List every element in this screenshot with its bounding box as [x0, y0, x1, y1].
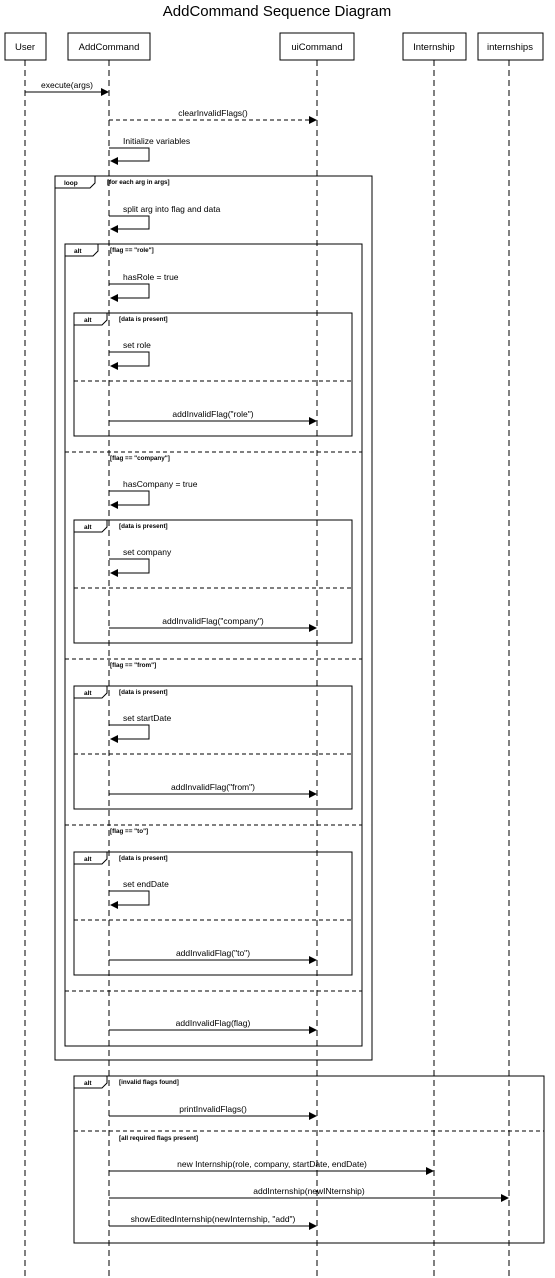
message-add-internship: addInternship(newINternship) [109, 1186, 509, 1202]
message-label: clearInvalidFlags() [178, 108, 248, 118]
participant-label: internships [487, 42, 533, 53]
participant-uicommand: uiCommand [279, 32, 355, 61]
fragment-tag: alt [74, 248, 82, 255]
message-add-invalid-flag-to: addInvalidFlag("to") [109, 948, 317, 964]
fragment-guard: [flag == "role"] [110, 247, 154, 254]
participant-label: uiCommand [291, 42, 342, 53]
message-label: new Internship(role, company, startDate,… [177, 1159, 367, 1169]
fragment-tag: alt [84, 524, 92, 531]
message-label: hasCompany = true [123, 479, 198, 489]
fragment-guard: [flag == "to"] [110, 828, 148, 835]
fragment-guard: [data is present] [119, 523, 168, 530]
fragment-tag: alt [84, 1080, 92, 1087]
self-message-set-start-date: set startDate [109, 713, 171, 743]
message-show-edited-internship: showEditedInternship(newInternship, "add… [109, 1214, 317, 1230]
message-label: showEditedInternship(newInternship, "add… [131, 1214, 296, 1224]
self-message-set-role: set role [109, 340, 151, 370]
alt-role-data-fragment: alt [data is present] [73, 312, 353, 437]
message-label: addInternship(newINternship) [253, 1186, 365, 1196]
message-add-invalid-flag-company: addInvalidFlag("company") [109, 616, 317, 632]
message-label: set company [123, 547, 172, 557]
message-clear-invalid-flags: clearInvalidFlags() [109, 108, 317, 124]
message-execute: execute(args) [25, 80, 109, 96]
fragment-tag: alt [84, 856, 92, 863]
fragment-tag: alt [84, 690, 92, 697]
message-label: set role [123, 340, 151, 350]
self-message-has-role: hasRole = true [109, 272, 179, 302]
message-add-invalid-flag-generic: addInvalidFlag(flag) [109, 1018, 317, 1034]
participant-user: User [4, 32, 47, 61]
self-message-set-end-date: set endDate [109, 879, 169, 909]
fragment-tag: loop [64, 180, 78, 187]
self-message-split-arg: split arg into flag and data [109, 204, 221, 233]
participant-internship: Internship [402, 32, 467, 61]
message-label: set startDate [123, 713, 171, 723]
participant-label: Internship [413, 42, 455, 53]
messages: execute(args) clearInvalidFlags() Initia… [25, 80, 509, 1230]
fragment-guard: [flag == "from"] [110, 662, 156, 669]
diagram-title: AddCommand Sequence Diagram [163, 3, 391, 20]
alt-from-data-fragment: alt [data is present] [73, 685, 353, 810]
message-print-invalid-flags: printInvalidFlags() [109, 1104, 317, 1120]
message-label: execute(args) [41, 80, 93, 90]
message-label: addInvalidFlag("role") [172, 409, 253, 419]
message-label: addInvalidFlag("company") [162, 616, 264, 626]
message-label: printInvalidFlags() [179, 1104, 247, 1114]
participant-internships: internships [477, 32, 544, 61]
fragment-guard: [all required flags present] [119, 1135, 198, 1142]
message-label: set endDate [123, 879, 169, 889]
fragment-tag: alt [84, 317, 92, 324]
message-add-invalid-flag-from: addInvalidFlag("from") [109, 782, 317, 798]
alt-company-data-fragment: alt [data is present] [73, 519, 353, 644]
loop-fragment: loop [for each arg in args] [54, 175, 373, 1061]
message-label: hasRole = true [123, 272, 179, 282]
message-label: split arg into flag and data [123, 204, 221, 214]
self-message-initialize: Initialize variables [109, 136, 190, 165]
alt-invalid-flags-fragment: alt [invalid flags found] [all required … [73, 1075, 545, 1244]
self-message-set-company: set company [109, 547, 172, 577]
alt-flag-fragment: alt [flag == "role"] [flag == "company"]… [64, 243, 363, 1047]
participant-label: AddCommand [79, 42, 140, 53]
fragment-guard: [data is present] [119, 316, 168, 323]
fragment-guard: [for each arg in args] [107, 179, 170, 186]
message-label: addInvalidFlag(flag) [176, 1018, 251, 1028]
participant-addcommand: AddCommand [67, 32, 151, 61]
fragment-guard: [flag == "company"] [110, 455, 170, 462]
self-message-has-company: hasCompany = true [109, 479, 198, 509]
lifelines [24, 60, 510, 1278]
fragment-guard: [invalid flags found] [119, 1079, 179, 1086]
fragment-guard: [data is present] [119, 689, 168, 696]
message-label: addInvalidFlag("to") [176, 948, 250, 958]
message-add-invalid-flag-role: addInvalidFlag("role") [109, 409, 317, 425]
message-label: Initialize variables [123, 136, 190, 146]
alt-to-data-fragment: alt [data is present] [73, 851, 353, 976]
fragments: loop [for each arg in args] alt [flag ==… [54, 175, 545, 1244]
message-new-internship: new Internship(role, company, startDate,… [109, 1159, 434, 1175]
fragment-guard: [data is present] [119, 855, 168, 862]
participant-label: User [15, 42, 35, 53]
message-label: addInvalidFlag("from") [171, 782, 255, 792]
